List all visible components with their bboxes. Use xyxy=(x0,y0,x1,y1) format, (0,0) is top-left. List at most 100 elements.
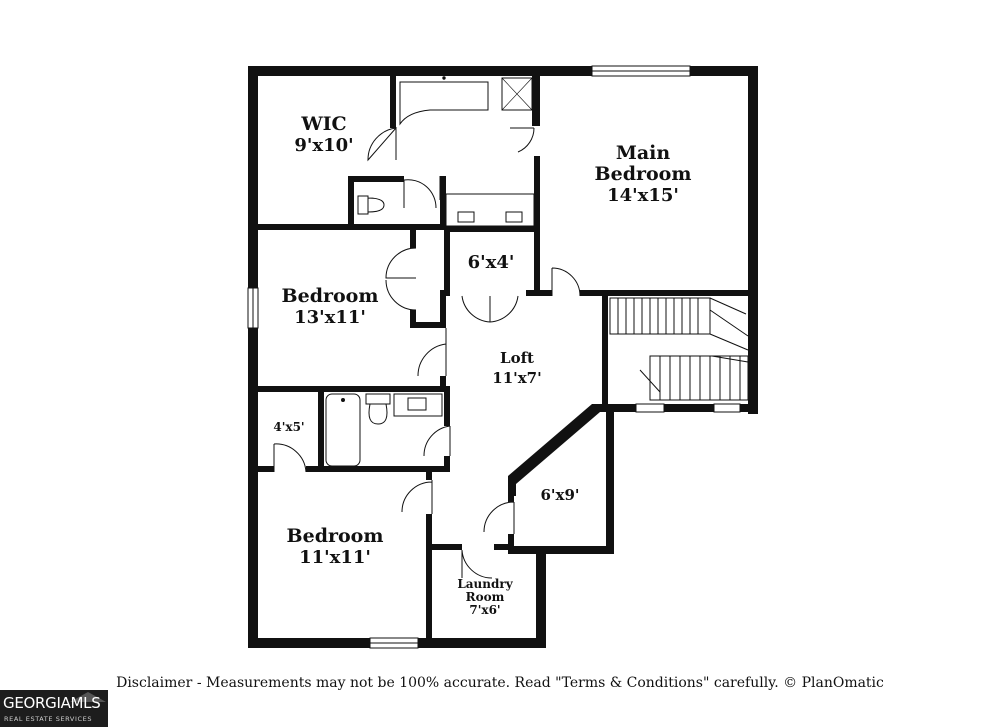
wall-bath-right-upper xyxy=(532,76,540,126)
wall-loft-left-mid xyxy=(440,376,446,390)
wic-name: WIC xyxy=(300,113,346,135)
doors xyxy=(273,127,581,579)
main-bedroom-dims: 14'x15' xyxy=(607,185,679,206)
windows xyxy=(247,65,741,649)
wall-bath-right-lower2 xyxy=(444,456,450,470)
vanity-main xyxy=(445,193,535,227)
wall-wc-top xyxy=(348,176,404,182)
laundry-name-1: Laundry xyxy=(457,577,513,591)
loft-name: Loft xyxy=(500,349,534,367)
stair-run-upper xyxy=(609,297,711,335)
wic-dims: 9'x10' xyxy=(294,135,353,156)
stairs xyxy=(609,297,749,401)
bedroom-2-dims: 13'x11' xyxy=(294,307,366,328)
door-bed2-closet xyxy=(385,247,417,311)
door-laundry xyxy=(461,549,493,579)
wall-laundry-top-right xyxy=(494,544,514,550)
wall-stair-bottom-right xyxy=(740,404,758,412)
wall-wc-left xyxy=(348,176,354,226)
wall-stair-bottom-left xyxy=(592,404,636,412)
wall-wic-bottom xyxy=(258,224,444,230)
toilet-icon xyxy=(365,393,391,425)
door-6x9 xyxy=(483,501,515,534)
wall-6x4-left xyxy=(444,226,450,296)
bathtub-icon xyxy=(325,393,361,467)
wall-wic-right-upper xyxy=(390,76,396,128)
sink-icon xyxy=(407,397,427,411)
closet-6x9-dims: 6'x9' xyxy=(540,486,579,504)
wall-4x5-bottom-left xyxy=(258,466,274,472)
window-stair-1 xyxy=(635,403,665,413)
toilet-icon xyxy=(357,195,385,215)
main-bedroom-name-2: Bedroom xyxy=(595,163,692,185)
wall-bedroom2-bottom xyxy=(258,386,448,392)
door-wc xyxy=(403,179,437,209)
laundry-name-2: Room xyxy=(466,590,505,604)
fixtures xyxy=(325,76,535,467)
bedroom-2-name: Bedroom xyxy=(282,285,379,307)
closet-6x4-dims: 6'x4' xyxy=(468,252,515,273)
shower-main xyxy=(501,77,533,111)
stair-run-lower xyxy=(649,355,749,401)
wall-bed2-closet-bottom xyxy=(410,310,416,328)
wall-left-upper xyxy=(248,66,258,288)
wall-4x5-bottom-right xyxy=(306,466,324,472)
door-wic xyxy=(367,127,398,162)
wall-bottom-left xyxy=(248,638,370,648)
logo-main-text: GEORGIAMLS xyxy=(3,694,101,712)
wall-6x9-left-top xyxy=(508,492,514,502)
wall-bath-right-upper2 xyxy=(444,386,450,426)
wall-laundry-right xyxy=(536,548,546,648)
bedroom-3-dims: 11'x11' xyxy=(299,547,371,568)
logo-sub-text: REAL ESTATE SERVICES xyxy=(4,715,93,723)
georgia-mls-logo: GEORGIAMLS REAL ESTATE SERVICES xyxy=(0,690,108,727)
door-main-bedroom xyxy=(551,267,581,297)
wall-stair-top xyxy=(580,290,758,296)
loft-dims: 11'x7' xyxy=(492,369,541,387)
wall-6x9-diagonal xyxy=(508,404,600,484)
door-4x5 xyxy=(273,443,307,473)
door-bath-main xyxy=(510,127,535,153)
wall-stair-left xyxy=(602,290,608,408)
wall-laundry-top-left xyxy=(426,544,462,550)
sink-icon xyxy=(505,211,523,223)
wall-top-right xyxy=(690,66,758,76)
outer-walls xyxy=(248,66,758,648)
disclaimer-text: Disclaimer - Measurements may not be 100… xyxy=(116,675,884,691)
room-labels: WIC 9'x10' Main Bedroom 14'x15' 6'x4' Be… xyxy=(273,113,691,617)
wall-bed2-closet-top xyxy=(410,226,416,248)
laundry-dims: 7'x6' xyxy=(469,603,500,617)
wall-6x4-top xyxy=(444,226,540,232)
wall-wc-right xyxy=(440,176,446,230)
door-6x4 xyxy=(461,295,519,323)
wall-left-lower xyxy=(248,328,258,648)
wall-right xyxy=(748,66,758,414)
wall-loft-left-upper xyxy=(440,290,446,328)
wall-6x9-bottom xyxy=(508,546,614,554)
wall-bottom-right xyxy=(418,638,546,648)
bathtub-main xyxy=(399,81,489,126)
wall-bath-left xyxy=(318,386,324,470)
door-bath xyxy=(423,425,451,457)
wall-stair-bottom-mid xyxy=(664,404,714,412)
window-stair-2 xyxy=(713,403,741,413)
sink-icon xyxy=(457,211,475,223)
door-bedroom-2 xyxy=(417,328,447,377)
wall-top-left xyxy=(248,66,592,76)
interior-walls xyxy=(258,76,758,644)
wall-bath-bottom xyxy=(318,466,450,472)
wall-bed2-closet-ledge xyxy=(410,322,446,328)
wall-6x9-left-bottom xyxy=(508,534,514,554)
wall-bed3-right-top xyxy=(426,466,432,480)
bath-4x5-dims: 4'x5' xyxy=(273,420,304,434)
wall-bed3-right xyxy=(426,514,432,644)
door-bedroom-3 xyxy=(401,480,433,514)
stair-winder xyxy=(709,297,749,363)
main-bedroom-name-1: Main xyxy=(616,142,671,164)
bedroom-3-name: Bedroom xyxy=(287,525,384,547)
logo-roof-icon xyxy=(70,692,106,702)
wall-6x9-right xyxy=(606,405,614,554)
vanity-icon xyxy=(393,393,443,417)
wall-6x4-bottom-right xyxy=(526,290,550,296)
